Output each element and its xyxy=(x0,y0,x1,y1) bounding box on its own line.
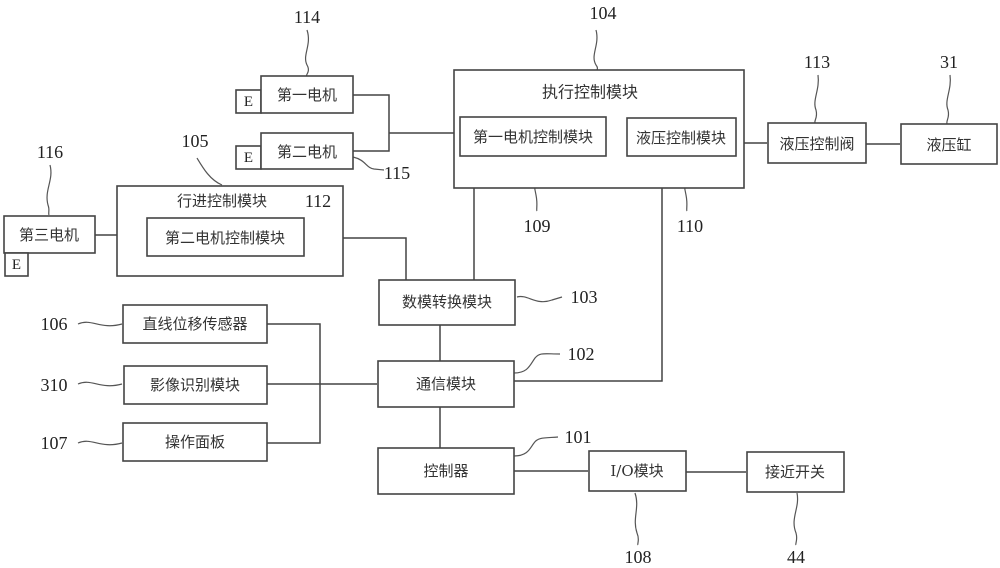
wire-motor1 xyxy=(353,94,390,133)
block-exec-ctrl: 执行控制模块 第一电机控制模块 液压控制模块 xyxy=(453,69,745,189)
label-motor1: 第一电机 xyxy=(277,86,337,104)
label-prox-switch: 接近开关 xyxy=(765,463,825,481)
badge-e: E xyxy=(12,257,21,273)
block-image-recog: 影像识别模块 xyxy=(123,365,268,405)
badge-e: E xyxy=(244,94,253,110)
label-exec-ctrl: 执行控制模块 xyxy=(542,83,638,102)
wire-motor2 xyxy=(353,133,390,152)
label-hydraulic-valve: 液压控制阀 xyxy=(779,135,854,153)
ref-113: 113 xyxy=(804,52,830,72)
ref-108: 108 xyxy=(625,547,652,567)
label-hydraulic-ctrl: 液压控制模块 xyxy=(636,129,726,147)
block-op-panel: 操作面板 xyxy=(122,422,268,462)
block-comm: 通信模块 xyxy=(377,360,515,408)
block-motor3: 第三电机 E xyxy=(3,215,96,277)
block-travel-ctrl: 行进控制模块 第二电机控制模块 xyxy=(116,185,344,277)
label-controller: 控制器 xyxy=(423,462,468,480)
label-motor3: 第三电机 xyxy=(19,226,79,244)
ref-114: 114 xyxy=(294,7,320,27)
ref-105: 105 xyxy=(182,131,209,151)
ref-109: 109 xyxy=(524,216,551,236)
block-motor1: E 第一电机 xyxy=(235,75,354,114)
label-linear-sensor: 直线位移传感器 xyxy=(142,315,247,333)
block-hydraulic-cylinder: 液压缸 xyxy=(900,123,998,165)
label-hydraulic-cylinder: 液压缸 xyxy=(926,136,971,154)
ref-44: 44 xyxy=(787,547,805,567)
label-op-panel: 操作面板 xyxy=(165,433,225,451)
reference-numbers: 114 115 104 109 110 113 31 116 105 112 1… xyxy=(37,3,958,567)
ref-102: 102 xyxy=(568,344,595,364)
ref-101: 101 xyxy=(565,427,592,447)
block-motor2: E 第二电机 xyxy=(235,132,354,170)
block-prox-switch: 接近开关 xyxy=(746,451,845,493)
ref-116: 116 xyxy=(37,142,63,162)
label-motor2: 第二电机 xyxy=(277,143,337,161)
badge-e: E xyxy=(244,150,253,166)
block-controller: 控制器 xyxy=(377,447,515,495)
label-dac: 数模转换模块 xyxy=(402,293,492,311)
ref-103: 103 xyxy=(571,287,598,307)
label-comm: 通信模块 xyxy=(416,375,476,393)
connections xyxy=(95,94,900,473)
block-dac: 数模转换模块 xyxy=(378,279,516,326)
label-io: I/O模块 xyxy=(610,462,663,480)
wire-hydctrl-comm xyxy=(514,156,663,382)
block-io: I/O模块 xyxy=(588,450,687,492)
label-motor1-ctrl: 第一电机控制模块 xyxy=(473,128,593,146)
ref-31: 31 xyxy=(940,52,958,72)
ref-310: 310 xyxy=(41,375,68,395)
ref-115: 115 xyxy=(384,163,410,183)
block-hydraulic-valve: 液压控制阀 xyxy=(767,122,867,164)
ref-106: 106 xyxy=(41,314,68,334)
ref-112: 112 xyxy=(305,191,331,211)
ref-104: 104 xyxy=(590,3,617,23)
label-motor2-ctrl: 第二电机控制模块 xyxy=(165,229,285,247)
block-linear-sensor: 直线位移传感器 xyxy=(122,304,268,344)
ref-107: 107 xyxy=(41,433,68,453)
label-image-recog: 影像识别模块 xyxy=(150,376,240,394)
label-travel-ctrl: 行进控制模块 xyxy=(177,192,267,210)
ref-110: 110 xyxy=(677,216,703,236)
